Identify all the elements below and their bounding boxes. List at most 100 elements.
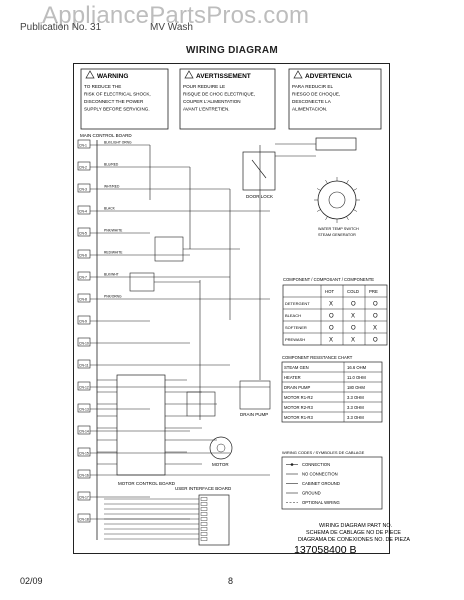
motor-control-area: MOTOR CONTROL BOARD MOTOR DRAIN PUMP USE…: [97, 374, 271, 546]
switch-table-col-header: COLD: [347, 289, 359, 294]
switch-table-cell: O: [373, 338, 378, 344]
water-valves: [129, 236, 240, 292]
knob-tick: [316, 188, 321, 191]
legend-item: CABINET GROUND: [302, 481, 340, 486]
switch-table-row-name: PREWASH: [285, 337, 305, 342]
switch-table-cell: X: [351, 338, 355, 344]
connector-label: CN-2: [79, 166, 87, 170]
warning-line: RISK OF ELECTRICAL SHOCK,: [84, 92, 151, 97]
warning-line: PARA REDUCIR EL: [292, 84, 333, 89]
svg-text:MOTOR: MOTOR: [212, 462, 229, 467]
resistance-table-title: COMPONENT RESISTANCE CHART: [282, 355, 353, 360]
connector-box: [77, 513, 91, 523]
ui-pin: [200, 517, 208, 521]
svg-text:MAIN CONTROL BOARD: MAIN CONTROL BOARD: [80, 133, 132, 138]
warning-line: RIESGO DE CHOQUE,: [292, 92, 340, 97]
switch-table-cell: O: [373, 314, 378, 320]
svg-text:AVERTISSEMENT: AVERTISSEMENT: [196, 73, 251, 80]
resistance-row-value: 3.3 OHM: [347, 395, 364, 400]
connector-box: [77, 293, 91, 303]
resistance-row-name: HEATER: [284, 375, 301, 380]
ui-pin: [200, 502, 208, 506]
page-title: WIRING DIAGRAM: [186, 45, 278, 56]
switch-table-cell: O: [373, 302, 378, 308]
connector-label: CN-3: [79, 188, 87, 192]
legend-item: NO CONNECTION: [302, 472, 338, 477]
resistance-row-name: MOTOR R2-R3: [284, 405, 313, 410]
connector-box: [77, 161, 91, 171]
publication-number: Publication No. 31: [20, 22, 102, 33]
table-border: [282, 284, 388, 346]
warning-line: TO REDUCE THE: [84, 84, 121, 89]
knob-tick: [353, 209, 358, 212]
wire-label: WHT/RED: [104, 185, 120, 189]
warning-line: ALIMENTACION.: [292, 107, 327, 112]
ui-pin: [200, 527, 208, 531]
page-header: AppliancePartsPros.com Publication No. 3…: [0, 0, 464, 60]
connector-box: [77, 359, 91, 369]
legend-dot: [290, 463, 294, 466]
warning-line: AVANT L'ENTRETIEN.: [183, 107, 230, 112]
switch-table-col-header: PRE: [369, 289, 378, 294]
switch-table-cell: X: [329, 302, 333, 308]
switch-table-col-header: HOT: [325, 289, 334, 294]
switch-table-row-name: BLEACH: [285, 313, 301, 318]
warning-line: SUPPLY BEFORE SERVICING.: [84, 107, 150, 112]
ui-pin: [200, 497, 208, 501]
diagram-frame: [73, 63, 390, 554]
connector-label: CN-5: [79, 232, 87, 236]
knob-tick: [316, 209, 321, 212]
wiring-legend: WIRING CODES / SYMBOLES DE CABLAGECONNEC…: [281, 450, 383, 510]
connector-box: [77, 227, 91, 237]
ui-pin: [200, 532, 208, 536]
connector-label: CN-7: [79, 276, 87, 280]
connector-box: [77, 271, 91, 281]
legend-item: GROUND: [302, 491, 321, 496]
wire-label: BLK/WHT: [104, 273, 119, 277]
connector-label: CN-1: [79, 144, 87, 148]
knob-tick: [325, 179, 328, 184]
connector-label: CN-17: [79, 496, 89, 500]
connector-label: CN-12: [79, 386, 89, 390]
switch-table-cell: X: [329, 338, 333, 344]
connector-box: [77, 249, 91, 259]
selector-knob: [314, 177, 360, 223]
connector-box: [77, 315, 91, 325]
wire-label: BLU/RED: [104, 163, 119, 167]
knob-tick: [346, 216, 349, 221]
svg-text:MOTOR CONTROL BOARD: MOTOR CONTROL BOARD: [118, 481, 176, 486]
model-label: MV Wash: [150, 22, 193, 33]
warning-line: COUPER L'ALIMENTATION: [183, 99, 241, 104]
legend-border: [281, 456, 383, 510]
connector-box: [77, 205, 91, 215]
switch-table-cell: O: [329, 326, 334, 332]
connector-label: CN-18: [79, 518, 89, 522]
resistance-row-name: MOTOR R1-R2: [284, 395, 313, 400]
svg-text:DIAGRAMA DE CONEXIONES NO. DE: DIAGRAMA DE CONEXIONES NO. DE PIEZA: [298, 537, 410, 543]
connector-label: CN-8: [79, 298, 87, 302]
connector-box: [77, 491, 91, 501]
connector-box: [77, 183, 91, 193]
resistance-row-value: 3.3 OHM: [347, 405, 364, 410]
connector-label: CN-6: [79, 254, 87, 258]
connector-label: CN-15: [79, 452, 89, 456]
power-terminal: [275, 137, 357, 157]
wire-label: BLACK: [104, 207, 116, 211]
switch-table-cell: X: [351, 314, 355, 320]
page-number: 8: [228, 576, 234, 586]
connector-box: [77, 447, 91, 457]
resistance-row-value: 180 OHM: [347, 385, 365, 390]
connector-box: [77, 381, 91, 391]
main-control-board: MAIN CONTROL BOARD CN-1CN-2CN-3CN-4CN-5C…: [77, 133, 270, 540]
warning-line: DESCONECTE LA: [292, 99, 332, 104]
switch-caption: WATER TEMP SWITCH: [318, 227, 359, 231]
svg-text:137058400 B: 137058400 B: [294, 544, 356, 556]
switch-table-cell: O: [351, 302, 356, 308]
switch-caption: STEAM GENERATOR: [318, 233, 356, 237]
wire-label: PNK/ORNG: [104, 295, 122, 299]
knob-tick: [353, 188, 358, 191]
resistance-row-value: 16.6 OHM: [347, 365, 367, 370]
connector-box: [77, 469, 91, 479]
